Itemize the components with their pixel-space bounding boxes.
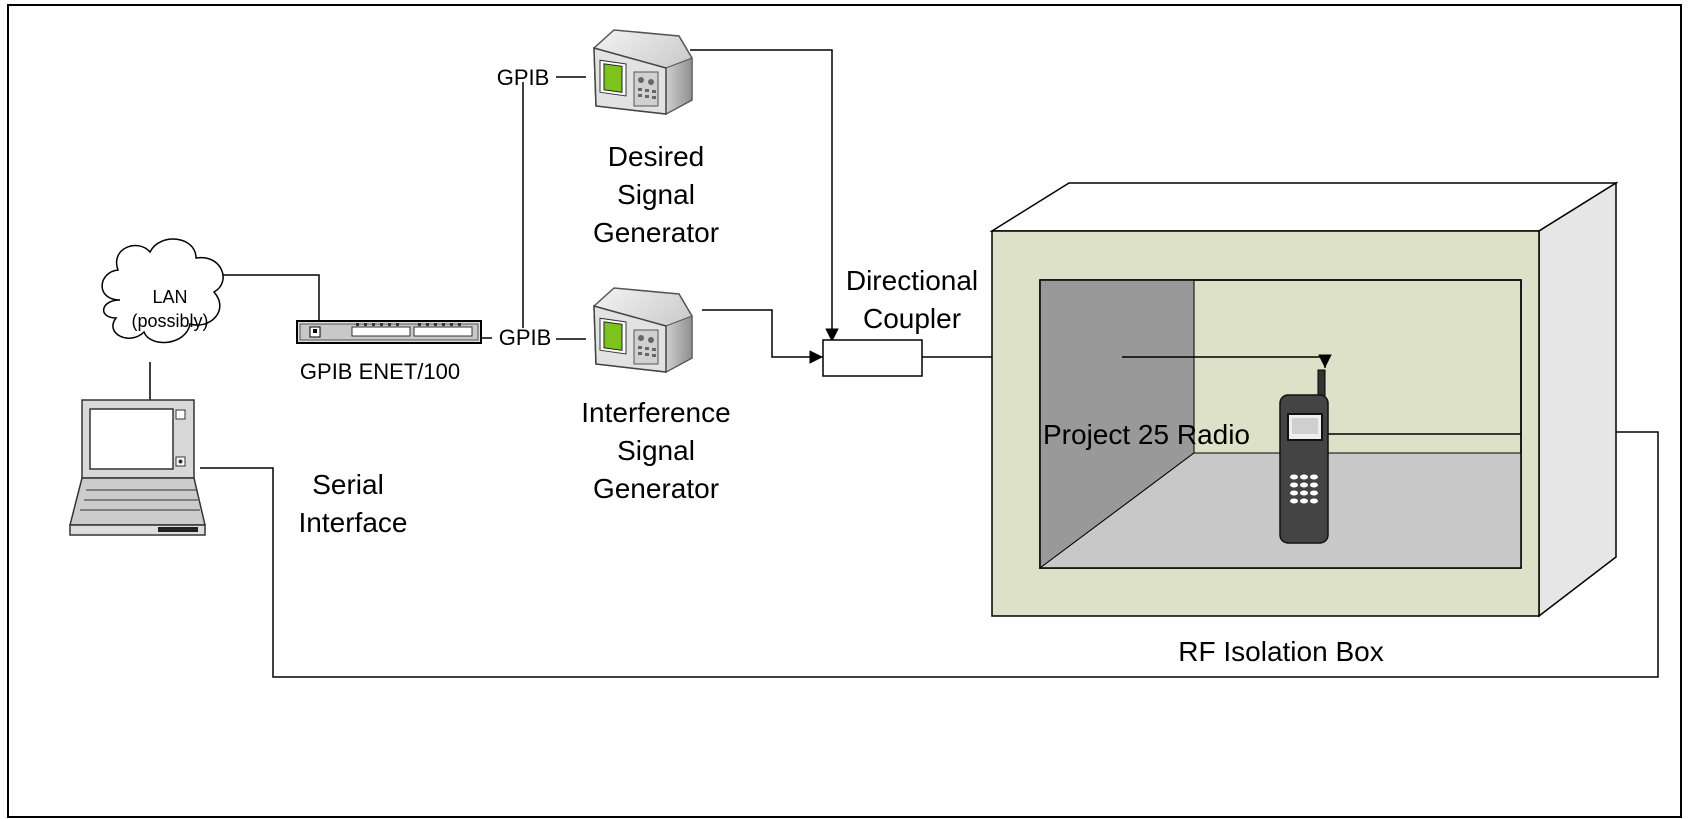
serial-interface-line: [200, 431, 1659, 678]
radio-label: Project 25 Radio: [1043, 419, 1250, 450]
antenna-feed-line: [1122, 354, 1332, 368]
connections: [149, 49, 1659, 678]
desired-label-line2: Signal: [617, 179, 695, 210]
coupler-label-line2: Coupler: [863, 303, 961, 334]
rf-box-label: RF Isolation Box: [1178, 636, 1383, 667]
diagram-border: [7, 4, 1682, 818]
lan-label: LAN: [152, 287, 187, 307]
desired-label-line3: Generator: [593, 217, 719, 248]
signal-generator-icon: [593, 29, 693, 115]
gpib-enet-label: GPIB ENET/100: [300, 359, 460, 384]
directional-coupler-box: [822, 339, 923, 377]
desired-label-line1: Desired: [608, 141, 704, 172]
laptop-icon: [69, 399, 206, 536]
interference-to-coupler-line: [702, 309, 823, 364]
handheld-radio-icon: [1279, 369, 1329, 544]
network-switch-icon: [296, 320, 482, 344]
desired-to-coupler-line: [690, 49, 839, 342]
interference-label-line2: Signal: [617, 435, 695, 466]
coupler-label-line1: Directional: [846, 265, 978, 296]
lan-possibly-label: (possibly): [131, 311, 208, 331]
signal-generator-icon: [593, 287, 693, 373]
gpib-top-label: GPIB: [497, 65, 550, 90]
serial-label-line1: Serial: [312, 469, 384, 500]
interference-label-line3: Generator: [593, 473, 719, 504]
interference-label-line1: Interference: [581, 397, 730, 428]
cloud-icon: [101, 238, 224, 344]
gpib-mid-label: GPIB: [499, 325, 552, 350]
lan-to-enet-line: [218, 274, 320, 322]
serial-label-line2: Interface: [299, 507, 408, 538]
